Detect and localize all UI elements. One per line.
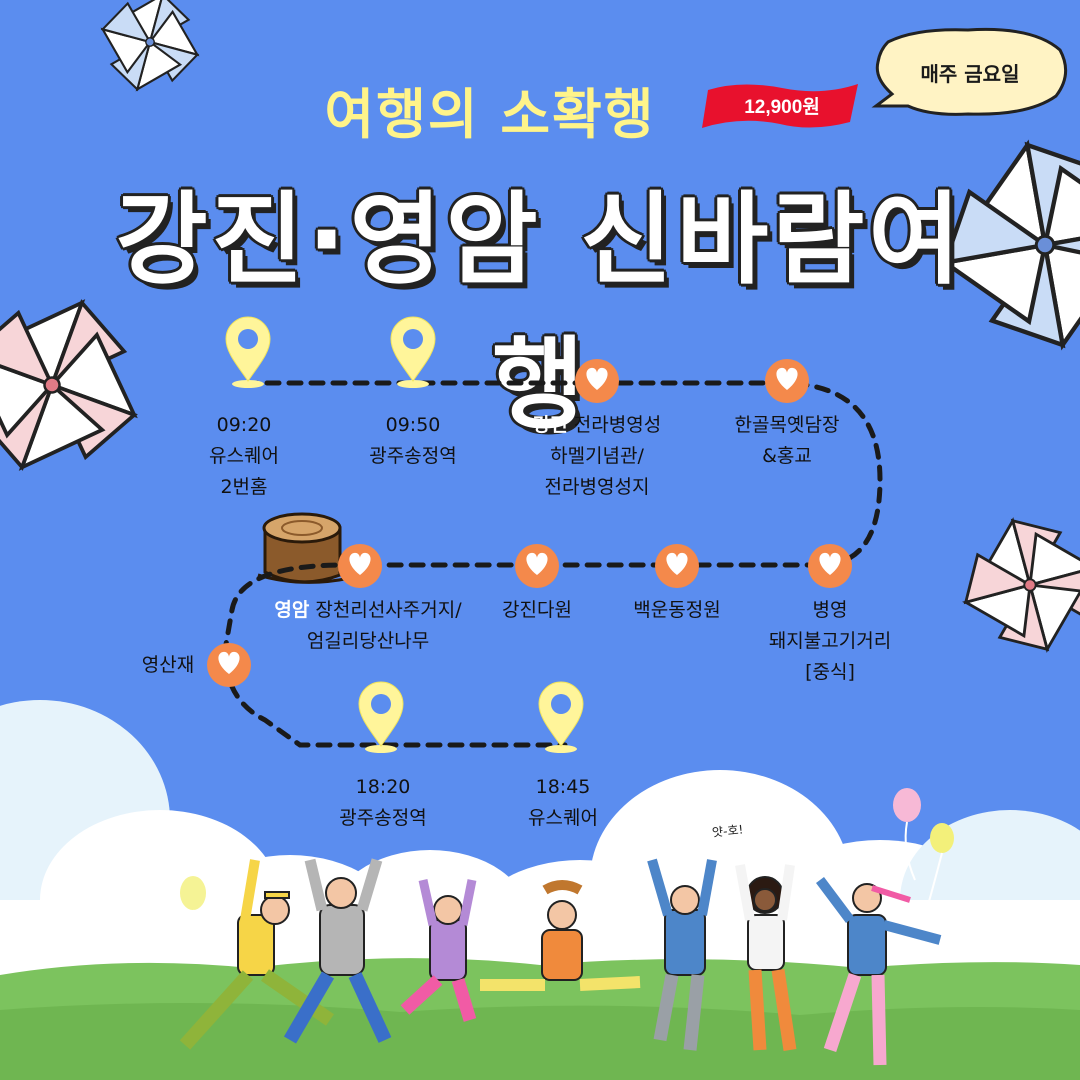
- heart-icon: [655, 544, 699, 588]
- balloon-icon: [180, 788, 954, 951]
- map-pin-icon: [225, 316, 271, 389]
- shout-text: 얏-호!: [711, 822, 744, 840]
- stop-label-s7: 강진다원: [502, 599, 572, 621]
- price-ribbon: [702, 84, 858, 128]
- speech-bubble: [871, 27, 1068, 116]
- stop-label-s9: 영산재: [141, 654, 195, 676]
- stop-label-s8: 영암 장천리선사주거지/ 엄길리당산나무: [274, 599, 462, 652]
- heart-icon: [575, 359, 619, 403]
- heart-icon: [338, 544, 382, 588]
- region-label: 강진: [532, 414, 568, 436]
- region-label: 영암: [274, 599, 310, 621]
- subtitle: 여행의 소확행: [324, 83, 656, 146]
- jumping-people-illustration: [179, 858, 942, 1066]
- map-pin-icon: [358, 681, 404, 754]
- page-title: 강진·영암 신바람여행: [115, 181, 965, 443]
- heart-icon: [515, 544, 559, 588]
- price-label: 12,900원: [744, 97, 820, 118]
- map-pin-icon: [538, 681, 584, 754]
- stop-label-s3: 강진 전라병영성 하멜기념관/전라병영성지: [532, 414, 662, 498]
- map-pin-icon: [390, 316, 436, 389]
- heart-icon: [808, 544, 852, 588]
- stop-label-s6: 백운동정원: [633, 599, 721, 621]
- schedule-label: 매주 금요일: [920, 62, 1020, 86]
- heart-icon: [765, 359, 809, 403]
- stop-label-s4: 한골목옛담장&홍교: [734, 414, 840, 467]
